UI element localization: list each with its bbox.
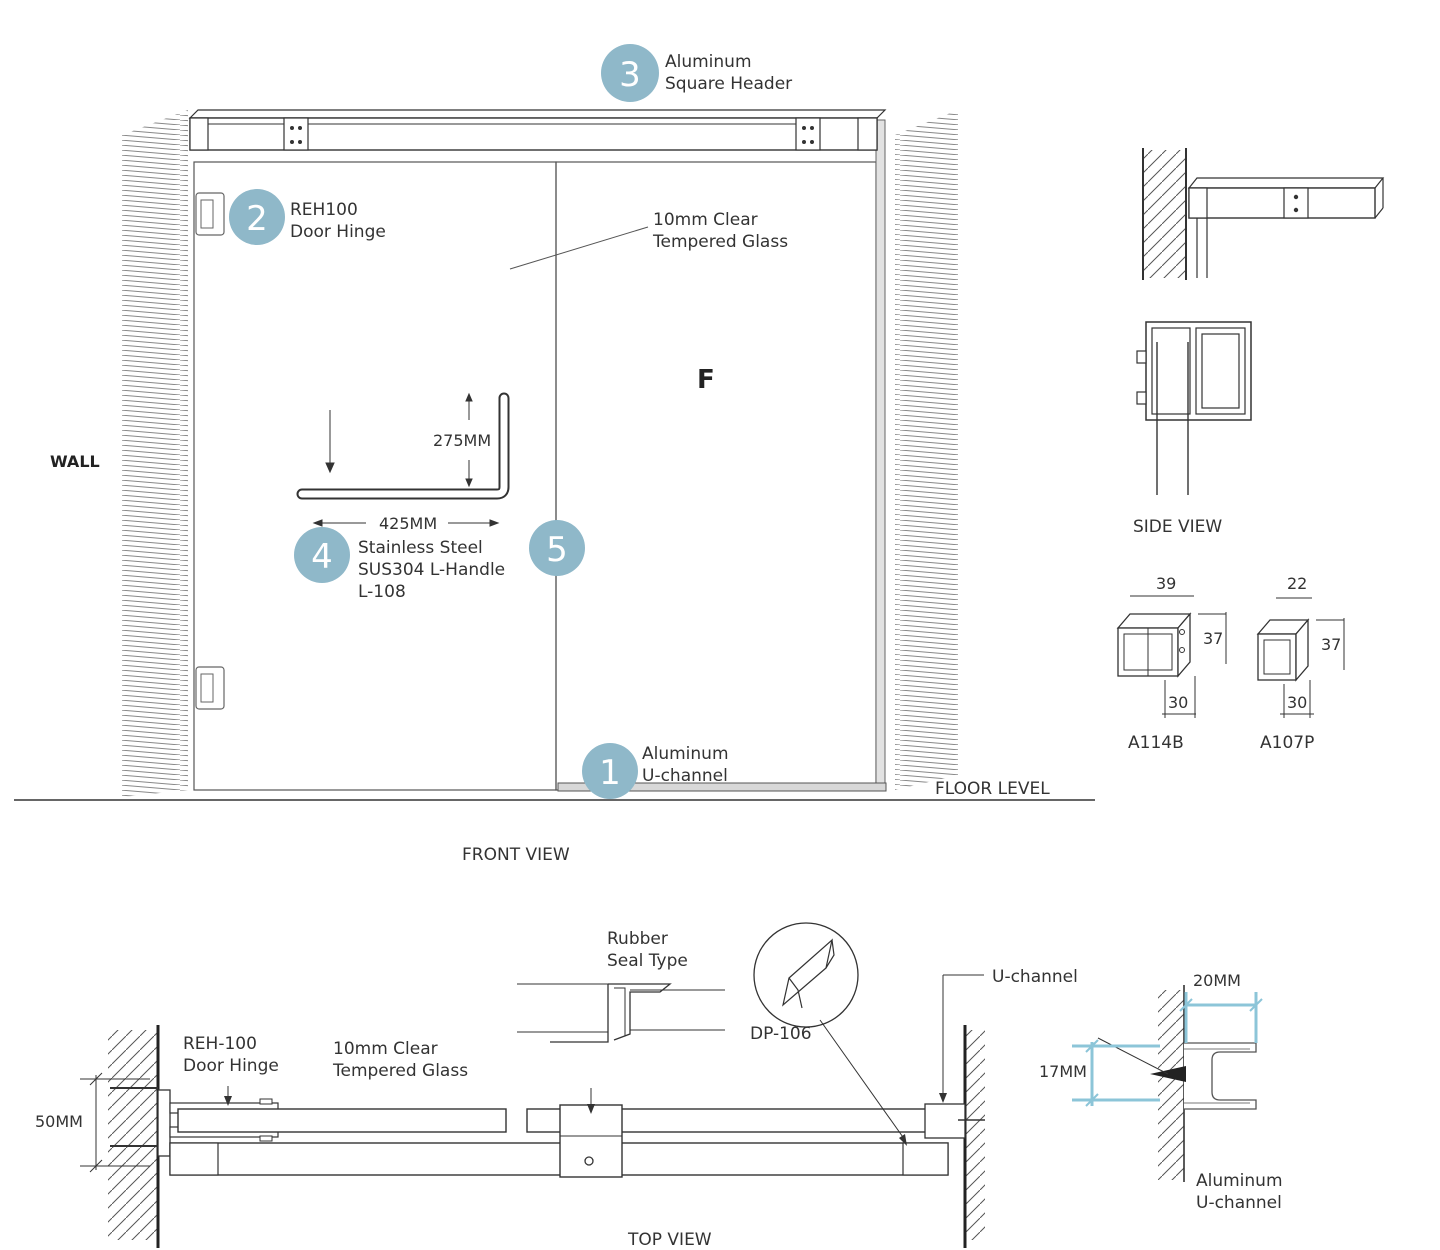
profile-a107p	[1256, 597, 1345, 718]
top-view-caption: TOP VIEW	[627, 1230, 712, 1250]
callout-5: 5	[529, 520, 585, 576]
seal-label-line1: Rubber	[607, 929, 668, 949]
callout-3: 3 Aluminum Square Header	[601, 44, 792, 102]
floor-level-label: FLOOR LEVEL	[935, 779, 1050, 799]
handle-height-dimension: 275MM	[433, 431, 491, 450]
callout-3-line2: Square Header	[665, 74, 792, 94]
callout-4: 4 Stainless Steel SUS304 L-Handle L-108	[294, 527, 505, 602]
callout-4-number: 4	[311, 537, 333, 577]
top-header-rail	[169, 1142, 949, 1176]
callout-4-line1: Stainless Steel	[358, 538, 483, 558]
fixed-panel-edge	[875, 119, 886, 786]
top-hinge-label-line1: REH-100	[183, 1034, 257, 1054]
a107p-side-dimension: 37	[1321, 635, 1341, 654]
callout-2: 2 REH100 Door Hinge	[229, 189, 386, 245]
detail-dim-20mm: 20MM	[1193, 971, 1241, 990]
top-glass-label-line1: 10mm Clear	[333, 1039, 438, 1059]
door-hinge-top	[195, 192, 225, 236]
aluminum-square-header	[188, 109, 887, 151]
handle-width-dimension: 425MM	[379, 514, 437, 533]
glass-leader-line	[509, 226, 649, 270]
a107p-bottom-dimension: 30	[1287, 693, 1307, 712]
top-glass-label-line2: Tempered Glass	[332, 1061, 468, 1081]
front-view-caption: FRONT VIEW	[462, 845, 570, 865]
right-wall	[895, 110, 958, 790]
top-u-channel	[924, 974, 985, 1139]
glass-label-line2: Tempered Glass	[652, 232, 788, 252]
a107p-top-dimension: 22	[1287, 574, 1307, 593]
a114b-top-dimension: 39	[1156, 574, 1176, 593]
top-hinge-label-line2: Door Hinge	[183, 1056, 279, 1076]
u-channel-detail	[1072, 985, 1263, 1182]
handle-dimension-arrows	[312, 392, 500, 527]
callout-2-number: 2	[246, 199, 268, 239]
dimension-50mm: 50MM	[35, 1112, 83, 1131]
callout-3-number: 3	[619, 55, 641, 95]
detail-dim-17mm: 17MM	[1039, 1062, 1087, 1081]
callout-4-line2: SUS304 L-Handle	[358, 560, 505, 580]
callout-2-line2: Door Hinge	[290, 222, 386, 242]
side-view-section	[1136, 321, 1252, 495]
callout-1-number: 1	[599, 753, 621, 793]
fixed-panel-mark: F	[697, 365, 715, 395]
seal-part-label: DP-106	[750, 1024, 812, 1044]
u-channel-bottom	[557, 782, 887, 792]
a107p-name: A107P	[1260, 733, 1314, 753]
top-center-clamp	[559, 1088, 623, 1178]
side-view-caption: SIDE VIEW	[1133, 517, 1222, 537]
l-handle	[296, 392, 510, 500]
left-wall	[122, 110, 188, 797]
callout-1-line1: Aluminum	[642, 744, 729, 764]
door-hinge-bottom	[195, 666, 225, 710]
a114b-name: A114B	[1128, 733, 1184, 753]
front-view: WALL FLOOR LEVEL	[14, 44, 1095, 865]
top-door-glass	[177, 1108, 507, 1133]
side-view-header-detail	[1142, 148, 1385, 280]
top-uchannel-label: U-channel	[992, 967, 1078, 987]
a114b-side-dimension: 37	[1203, 629, 1223, 648]
detail-label-line2: U-channel	[1196, 1193, 1282, 1213]
callout-4-line3: L-108	[358, 582, 406, 602]
callout-5-number: 5	[546, 530, 568, 570]
fixed-glass-panel	[555, 161, 877, 791]
wall-label: WALL	[50, 452, 100, 471]
callout-1: 1 Aluminum U-channel	[582, 743, 729, 799]
callout-1-line2: U-channel	[642, 766, 728, 786]
rubber-seal-inset	[517, 983, 725, 1043]
a114b-bottom-dimension: 30	[1168, 693, 1188, 712]
profile-a114b	[1116, 595, 1227, 718]
dp106-magnifier	[753, 922, 907, 1146]
top-view: 50MM	[35, 922, 1078, 1250]
callout-3-line1: Aluminum	[665, 52, 752, 72]
detail-label-line1: Aluminum	[1196, 1171, 1283, 1191]
callout-2-line1: REH100	[290, 200, 358, 220]
glass-label-line1: 10mm Clear	[653, 210, 758, 230]
seal-label-line2: Seal Type	[607, 951, 688, 971]
